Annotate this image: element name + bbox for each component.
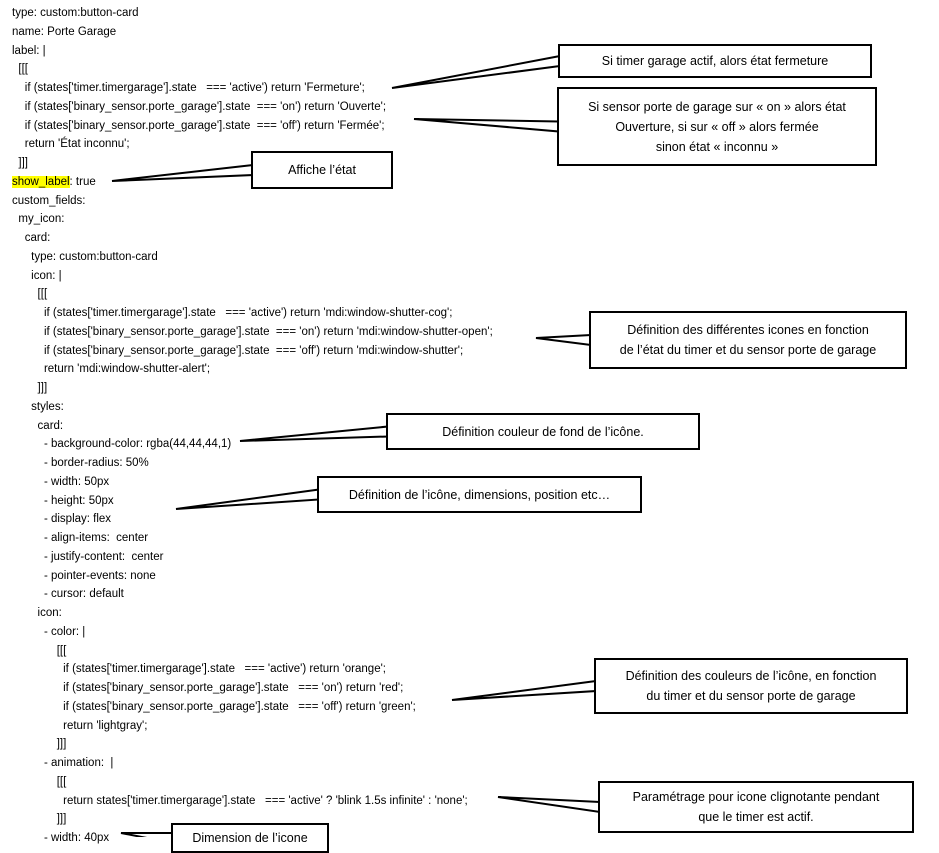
callout-box: Paramétrage pour icone clignotante penda… <box>598 781 914 833</box>
code-line: ]]] <box>12 813 67 826</box>
code-line: - border-radius: 50% <box>12 457 149 469</box>
code-line: [[[ <box>12 775 67 788</box>
callout-box: Définition des couleurs de l’icône, en f… <box>594 658 908 714</box>
code-line: if (states['binary_sensor.porte_garage']… <box>12 119 385 132</box>
code-line: ]]] <box>12 738 67 751</box>
callout-box: Dimension de l’icone <box>171 823 329 853</box>
callout-box: Si timer garage actif, alors état fermet… <box>558 44 872 78</box>
code-line: name: Porte Garage <box>12 25 117 38</box>
code-line: - color: | <box>12 625 86 638</box>
callout-pointer <box>451 679 597 701</box>
code-line: - height: 50px <box>12 494 114 507</box>
code-line: type: custom:button-card <box>12 250 158 263</box>
code-line: - display: flex <box>12 513 112 526</box>
code-value: : true <box>69 175 96 188</box>
code-line: - pointer-events: none <box>12 569 156 582</box>
callout-pointer <box>239 425 389 442</box>
code-line: if (states['binary_sensor.porte_garage']… <box>12 700 416 713</box>
code-line: card: <box>12 419 64 432</box>
code-line: - justify-content: center <box>12 550 164 563</box>
callout-pointer <box>175 488 320 510</box>
callout-pointer <box>391 54 561 89</box>
code-line: if (states['timer.timergarage'].state ==… <box>12 663 386 676</box>
code-line: card: <box>12 232 51 244</box>
callout-pointer <box>111 163 254 182</box>
code-line: - animation: | <box>12 757 114 769</box>
callout-box: Définition couleur de fond de l’icône. <box>386 413 700 450</box>
code-line: - align-items: center <box>12 532 149 544</box>
callout-box: Définition des différentes icones en fon… <box>589 311 907 369</box>
callout-box: Si sensor porte de garage sur « on » alo… <box>557 87 877 166</box>
code-line: return 'État inconnu'; <box>12 138 130 151</box>
code-line: icon: <box>12 607 62 619</box>
code-line: if (states['binary_sensor.porte_garage']… <box>12 682 404 694</box>
code-line: [[[ <box>12 63 28 76</box>
code-line: my_icon: <box>12 213 65 226</box>
code-line: if (states['timer.timergarage'].state ==… <box>12 307 453 319</box>
code-line: ]]] <box>12 382 48 394</box>
code-line: custom_fields: <box>12 194 86 207</box>
code-line: [[[ <box>12 288 48 301</box>
code-line: ]]] <box>12 157 28 169</box>
code-line: return 'lightgray'; <box>12 719 148 732</box>
code-line: if (states['binary_sensor.porte_garage']… <box>12 344 464 357</box>
code-line: if (states['timer.timergarage'].state ==… <box>12 82 365 94</box>
code-line: - width: 40px <box>12 832 110 844</box>
callout-pointer <box>413 118 560 133</box>
code-line: - background-color: rgba(44,44,44,1) <box>12 438 232 451</box>
code-line: - cursor: default <box>12 588 124 601</box>
highlighted-key: show_label <box>12 175 70 188</box>
callout-pointer <box>535 333 592 347</box>
code-line: [[[ <box>12 644 67 657</box>
code-line: icon: | <box>12 269 62 282</box>
callout-box: Définition de l’icône, dimensions, posit… <box>317 476 642 513</box>
code-line: type: custom:button-card <box>12 7 139 19</box>
code-line: show_label: true <box>12 175 96 189</box>
code-line: return states['timer.timergarage'].state… <box>12 794 468 807</box>
callout-box: Affiche l’état <box>251 151 393 189</box>
code-line: label: | <box>12 44 46 57</box>
code-line: if (states['binary_sensor.porte_garage']… <box>12 100 387 113</box>
code-line: - width: 50px <box>12 475 110 488</box>
code-line: styles: <box>12 400 64 413</box>
code-line: return 'mdi:window-shutter-alert'; <box>12 363 211 376</box>
callout-pointer <box>120 832 174 837</box>
code-line: if (states['binary_sensor.porte_garage']… <box>12 325 493 338</box>
callout-pointer <box>497 796 601 814</box>
